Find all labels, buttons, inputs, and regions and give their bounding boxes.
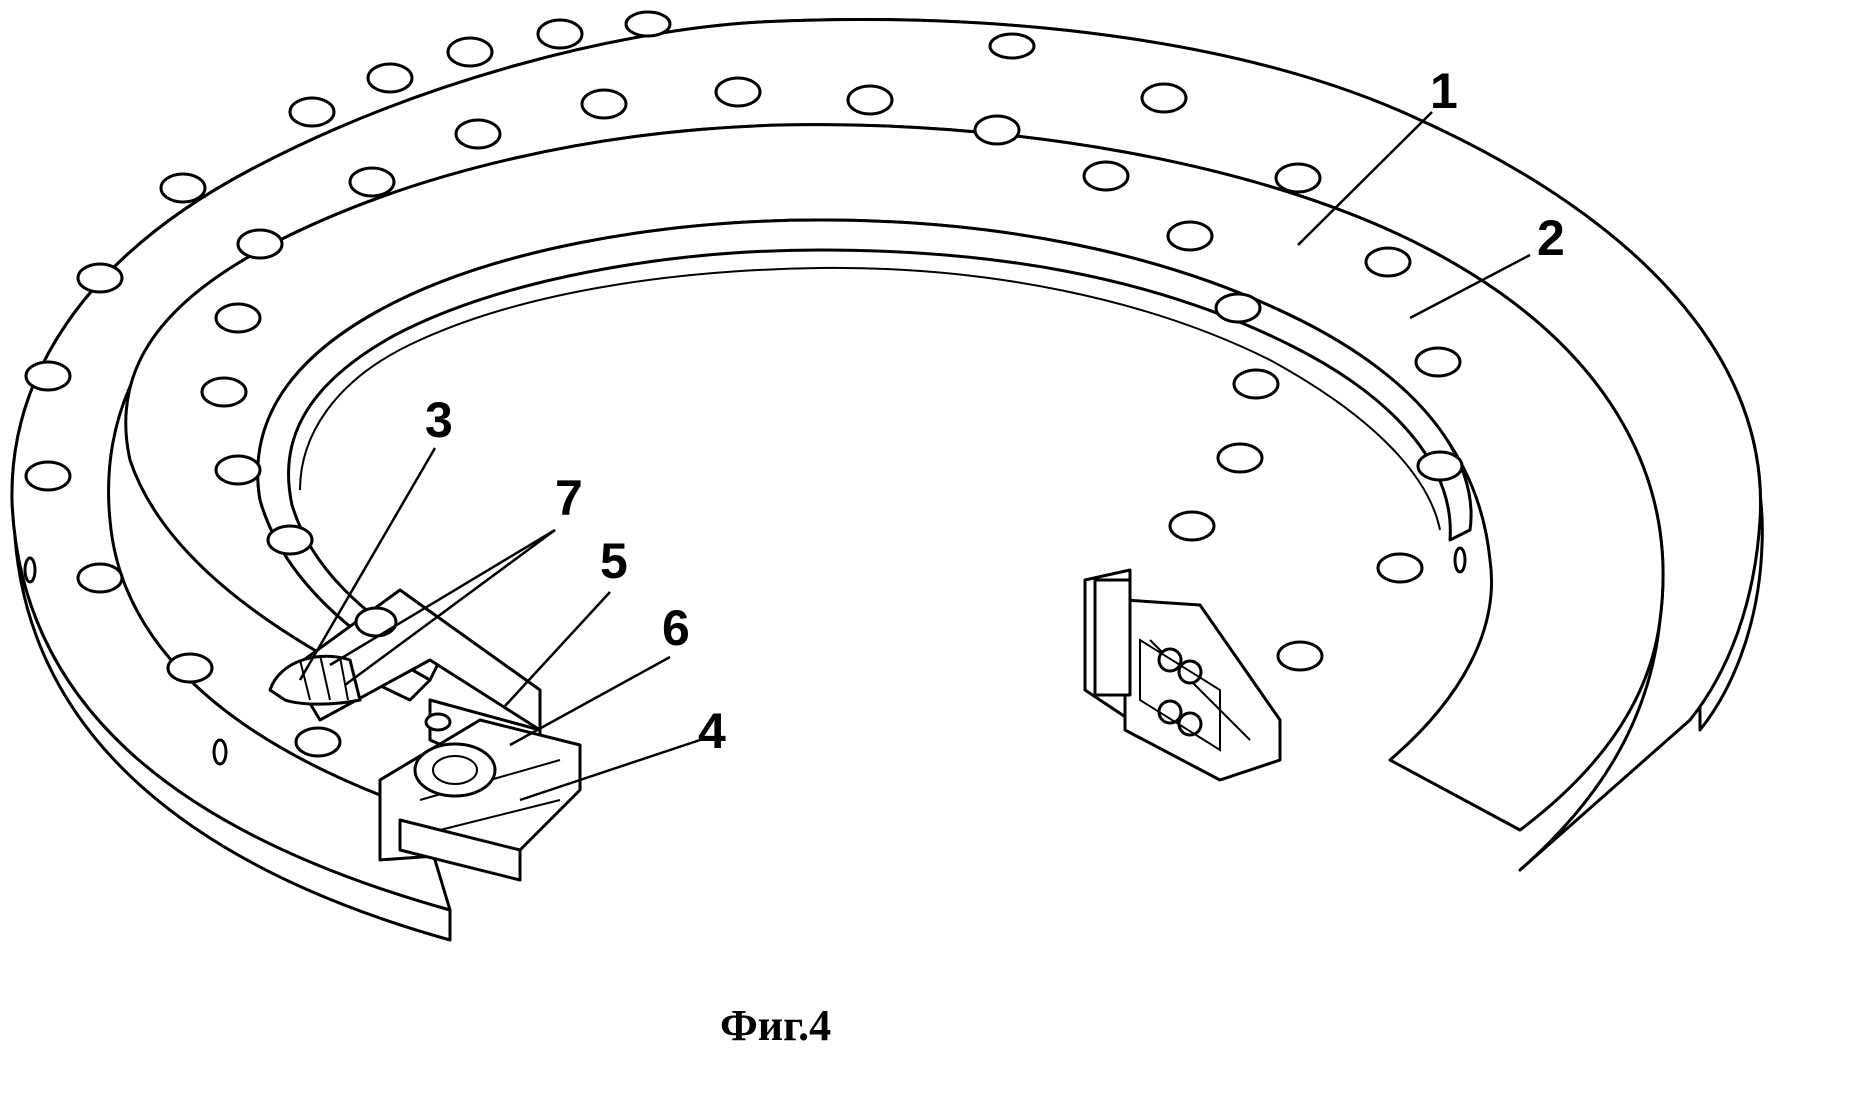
hole [580,88,628,120]
leader-lines [298,111,1531,802]
right-cage [1139,638,1221,752]
hole [24,460,72,492]
figure-caption: Фиг.4 [720,1001,831,1050]
hole [1166,220,1214,252]
hole [454,118,502,150]
leader-1 [1297,111,1433,246]
hole [1276,640,1324,672]
ball [1157,647,1183,673]
roller-line [299,659,311,701]
ball-pin [424,712,452,732]
left-section [268,588,582,882]
label-4: 4 [698,703,726,759]
label-3: 3 [425,392,453,448]
hole [159,172,207,204]
roller-line [319,654,331,701]
leader-7b [344,528,556,687]
raceway-groove [439,799,561,831]
hole [446,36,494,68]
hole [973,114,1021,146]
label-5: 5 [600,533,628,589]
hole [1416,450,1464,482]
hole [1376,552,1424,584]
right-flange [1093,578,1132,697]
roller-line [339,656,349,701]
hole [846,84,894,116]
hole [76,262,124,294]
hole [1216,442,1264,474]
label-1: 1 [1430,63,1458,119]
left-outer-ring-lower [398,818,522,882]
right-section [1083,568,1282,782]
hole [214,454,262,486]
label-7: 7 [555,470,583,526]
hole [1232,368,1280,400]
cylindrical-roller [268,654,362,706]
right-outer-ring-cut [1123,598,1282,782]
ball-roller [413,742,497,798]
hole [1082,160,1130,192]
hole [236,228,284,260]
leader-4 [519,738,701,802]
hole [348,166,396,198]
label-6: 6 [662,600,690,656]
hole [1414,346,1462,378]
bore-chamfer [299,266,1441,531]
hole [288,96,336,128]
leader-3 [298,447,437,681]
outer-ring-holes [24,10,1464,758]
side-holes [23,546,1467,766]
label-2: 2 [1537,210,1565,266]
hole [354,606,398,638]
leader-2 [1409,253,1531,320]
hole [1140,82,1188,114]
hole [1168,510,1216,542]
hole [294,726,342,758]
hole [200,376,248,408]
hole [24,360,72,392]
hole [624,10,672,38]
hole [212,738,228,766]
hole [214,302,262,334]
leader-6 [509,655,671,747]
reference-labels: 1 2 3 7 5 6 4 [425,63,1565,759]
hole [1274,162,1322,194]
hole [1214,292,1262,324]
hole [536,18,584,50]
hole [1453,546,1467,574]
leader-7a [329,528,556,667]
hole [1364,246,1412,278]
hole [166,652,214,684]
hole [23,556,37,584]
leader-5 [504,591,611,707]
hole [266,524,314,556]
hole [76,562,124,594]
hole [366,62,414,94]
ball-roller-inner [432,755,478,785]
hole [988,32,1036,60]
hole [714,76,762,108]
